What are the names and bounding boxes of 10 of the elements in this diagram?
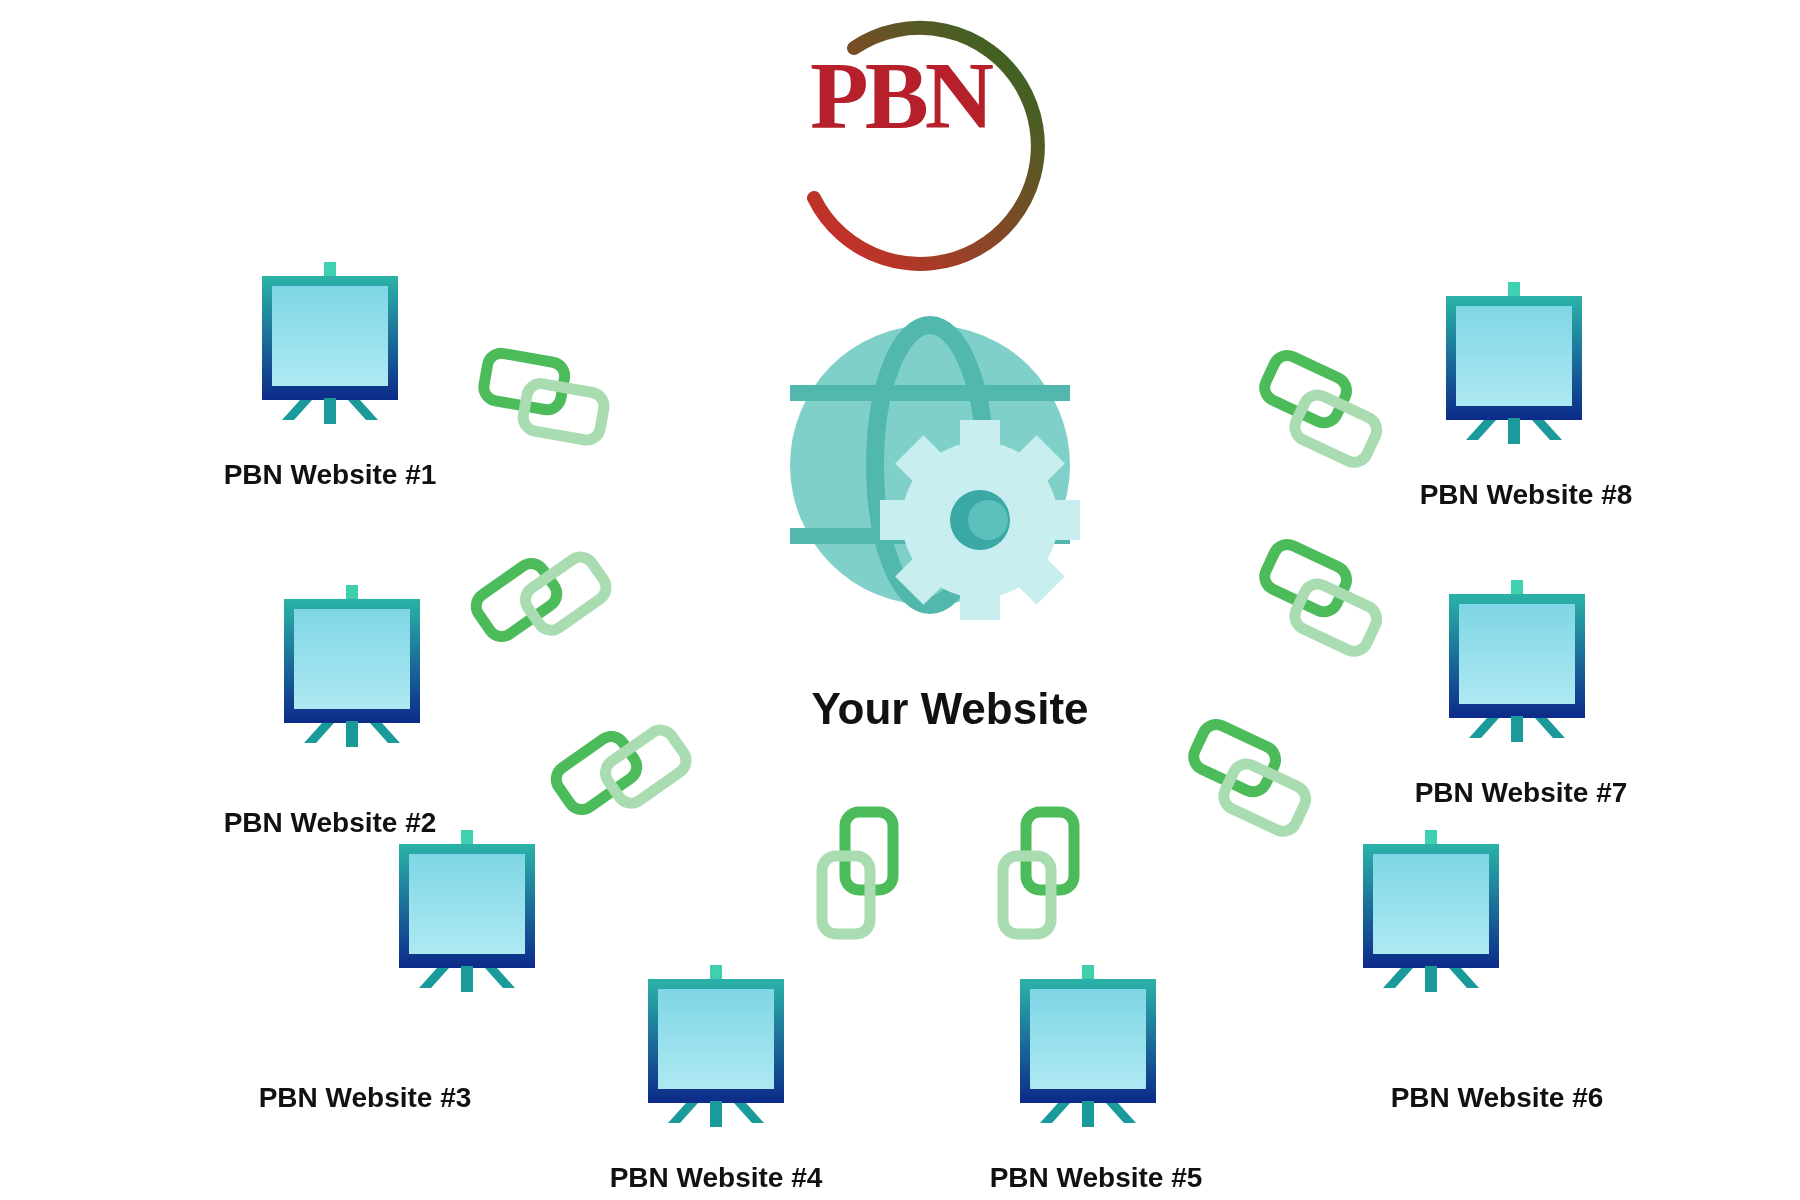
node-label: PBN Website #8 bbox=[1419, 478, 1633, 512]
node-label: PBN Website #5 bbox=[989, 1161, 1203, 1195]
node-label: PBN Website #4 bbox=[609, 1161, 823, 1195]
node-label: PBN Website #7 bbox=[1414, 776, 1628, 810]
node-label: PBN Website #1 bbox=[223, 458, 437, 492]
node-label: PBN Website #6 bbox=[1390, 1081, 1604, 1115]
site-label: Your Website bbox=[811, 683, 1089, 735]
node-label: PBN Website #3 bbox=[258, 1081, 472, 1115]
title: PBN bbox=[810, 48, 990, 144]
node-label: PBN Website #2 bbox=[223, 806, 437, 840]
